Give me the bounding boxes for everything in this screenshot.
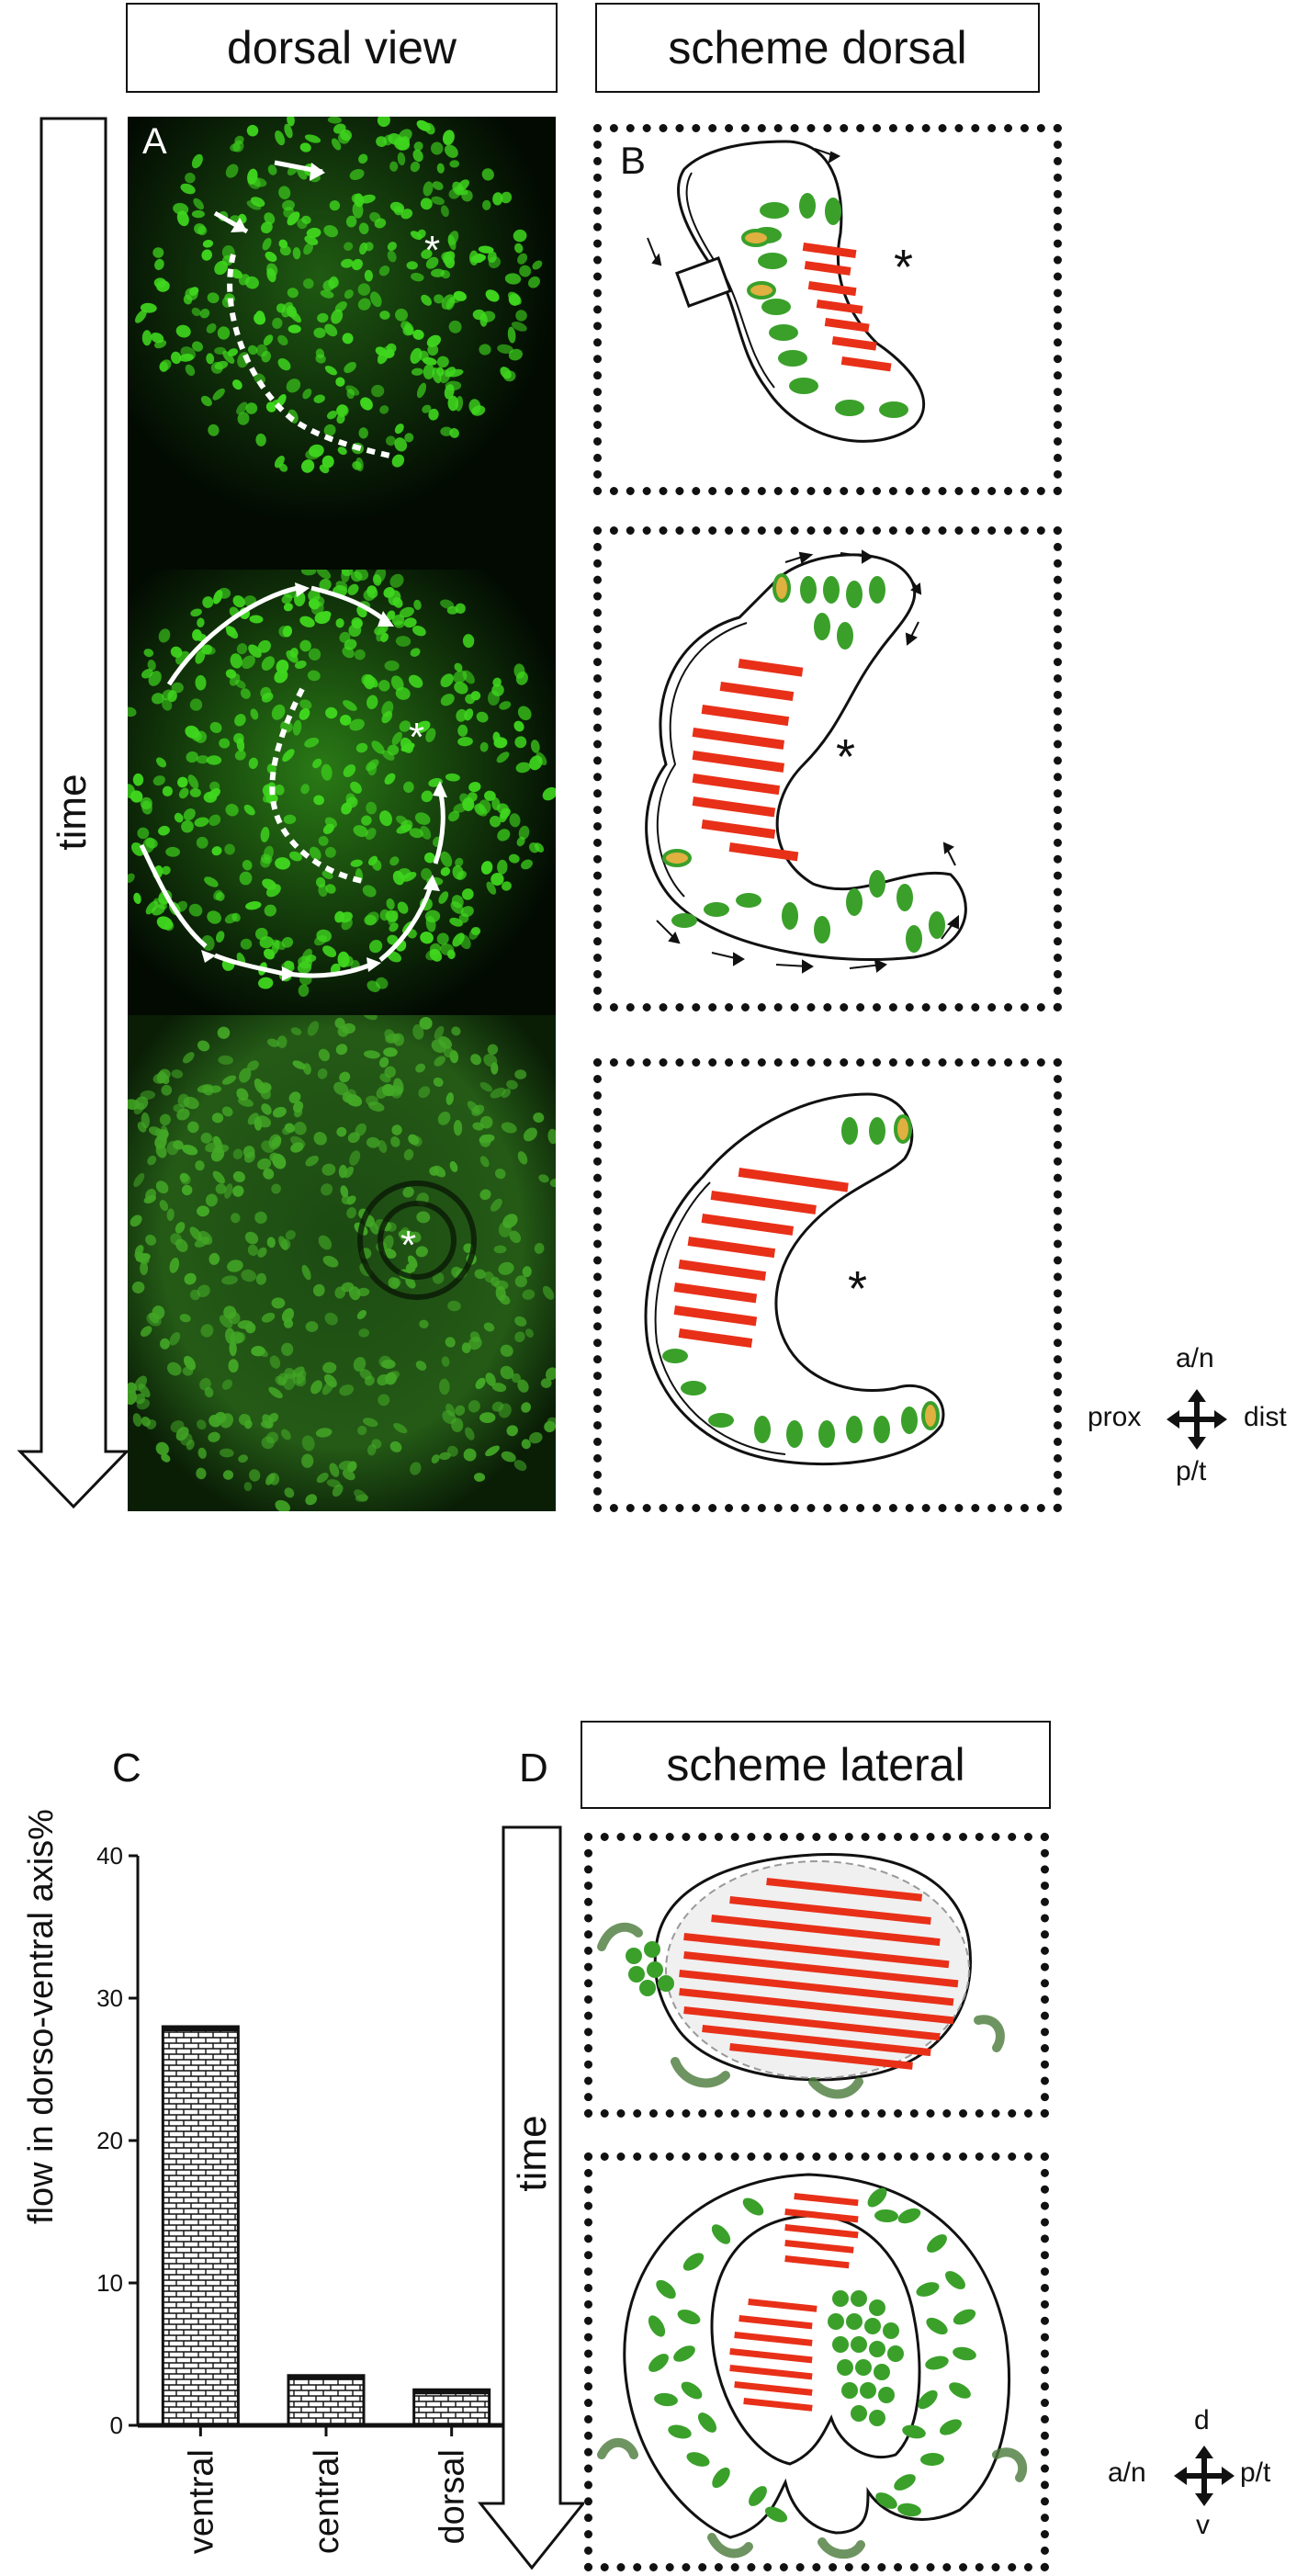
- panel-a-title-text: dorsal view: [226, 22, 457, 73]
- compass-lateral-down: v: [1196, 2510, 1210, 2540]
- asterisk-b3: *: [848, 1261, 867, 1316]
- chart-x-tick-label-dorsal: dorsal: [434, 2449, 472, 2545]
- micrograph-a3: *: [128, 1015, 556, 1511]
- scheme-lateral-box-1: [584, 1833, 1049, 2118]
- curl-arrows-d2: [597, 2437, 1028, 2559]
- bars-red-d1: [679, 1878, 959, 2070]
- chart-y-tick-label: 10: [96, 2269, 123, 2297]
- compass-dorsal-icon: [1167, 1389, 1227, 1450]
- compass-lateral-left: a/n: [1108, 2457, 1146, 2488]
- time-arrow-d: [477, 1825, 587, 2570]
- compass-dorsal-up: a/n: [1176, 1343, 1214, 1373]
- chart-x-tick-label-ventral: ventral: [182, 2449, 220, 2554]
- compass-dorsal-down: p/t: [1176, 1456, 1207, 1486]
- scheme-dorsal-box-1: * B: [593, 124, 1062, 495]
- scheme-lateral-1: [597, 1852, 1005, 2099]
- panel-c-letter: C: [112, 1746, 141, 1791]
- chart-bar-ventral: [161, 2025, 240, 2427]
- micrograph-a3-image: *: [128, 1015, 556, 1511]
- cells-green-d1: [626, 1941, 674, 1996]
- micrograph-a1: * A: [128, 117, 556, 570]
- dotted-boundary-a1: [227, 254, 395, 459]
- compass-lateral-icon: [1174, 2446, 1235, 2506]
- cells-green-d2: [648, 2187, 976, 2523]
- bars-red-d2: [729, 2193, 859, 2412]
- chart-y-tick-label: 40: [96, 1842, 123, 1870]
- time-label-d: time: [510, 2115, 555, 2192]
- scheme-dorsal-3: *: [644, 1092, 945, 1466]
- compass-dorsal-right: dist: [1244, 1402, 1287, 1432]
- chart-y-tick-label: 30: [96, 1984, 123, 2012]
- micrograph-a2-image: *: [128, 570, 556, 1015]
- scheme-dorsal-box-2: *: [593, 526, 1062, 1011]
- micrograph-a2: *: [128, 570, 556, 1015]
- bars-red-b1: [802, 243, 892, 372]
- chart-x-tick-label-central: central: [308, 2449, 346, 2554]
- scheme-dorsal-2: *: [645, 549, 967, 974]
- scheme-lateral-2: [597, 2173, 1028, 2559]
- panel-b-letter: B: [620, 139, 646, 182]
- compass-lateral-right: p/t: [1240, 2457, 1271, 2488]
- flow-arrows-b2: [656, 549, 959, 974]
- asterisk-b2: *: [836, 729, 855, 785]
- scheme-lateral-box-2: [584, 2152, 1049, 2571]
- micrograph-a1-image: * A: [128, 117, 556, 570]
- chart-bar-central: [287, 2374, 366, 2427]
- asterisk-a2: *: [409, 715, 424, 760]
- bars-red-b3: [673, 1168, 849, 1349]
- panel-d-letter: D: [519, 1746, 548, 1791]
- cells-green-b3: [662, 1117, 918, 1448]
- time-label-a: time: [50, 774, 95, 851]
- bar-chart: 0 10 20 30 40 ventral central dorsal: [96, 1842, 514, 2554]
- migration-arrows-a2: [139, 585, 445, 978]
- panel-b-title-text: scheme dorsal: [668, 22, 967, 73]
- time-arrow-a: [17, 117, 130, 1509]
- bars-red-b2: [692, 659, 804, 862]
- cells-green-b2: [671, 576, 945, 953]
- cells-green-b1: [752, 193, 908, 418]
- scheme-dorsal-box-3: *: [593, 1058, 1062, 1512]
- panel-a-title: dorsal view: [126, 3, 558, 93]
- chart-y-tick-label: 20: [96, 2127, 123, 2154]
- panel-d-title-text: scheme lateral: [666, 1739, 965, 1791]
- asterisk-a1: *: [424, 228, 440, 273]
- panel-b-title: scheme dorsal: [595, 3, 1040, 93]
- asterisk-a3: *: [400, 1223, 416, 1268]
- curl-arrows-d1: [597, 1922, 1005, 2099]
- panel-d-title: scheme lateral: [581, 1721, 1051, 1809]
- compass-dorsal-left: prox: [1088, 1402, 1142, 1432]
- scheme-dorsal-1: * B: [620, 139, 926, 443]
- dotted-boundary-a2: [269, 687, 367, 885]
- panel-a-letter: A: [142, 121, 167, 162]
- chart-y-tick-label: 0: [110, 2412, 123, 2439]
- compass-lateral-up: d: [1194, 2405, 1210, 2435]
- asterisk-b1: *: [894, 240, 913, 295]
